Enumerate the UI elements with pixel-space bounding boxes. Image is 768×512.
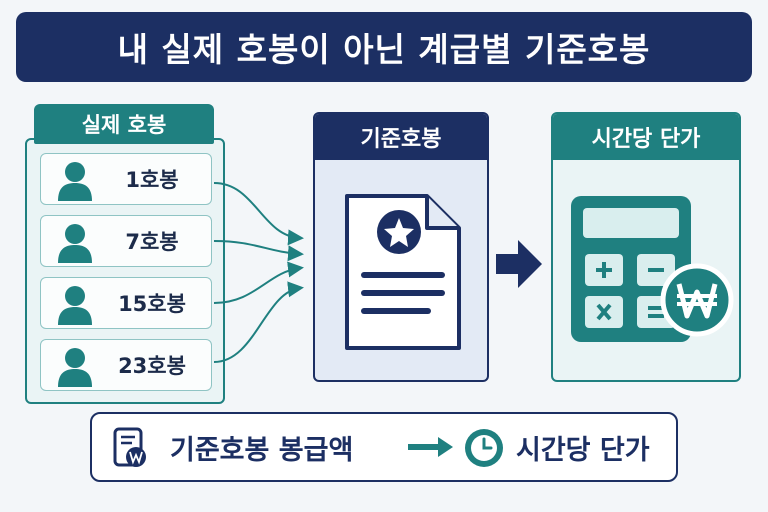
user-icon — [58, 286, 92, 325]
user-icon — [58, 162, 92, 201]
summary-bar: 기준호봉 봉급액 시간당 단가 — [90, 412, 678, 482]
pay-document-icon — [113, 427, 146, 467]
arrow-right-icon — [408, 437, 453, 457]
step-label: 15호봉 — [118, 292, 186, 316]
arrow-from-step-15 — [213, 261, 304, 304]
won-coin-icon — [660, 263, 734, 337]
arrow-right-icon — [496, 240, 542, 288]
hourly-rate-card: 시간당 단가 — [551, 112, 741, 382]
page-title: 내 실제 호봉이 아닌 계급별 기준호봉 — [16, 12, 752, 82]
base-step-card: 기준호봉 — [313, 112, 489, 382]
step-label: 1호봉 — [125, 168, 179, 192]
user-icon — [58, 224, 92, 263]
hourly-rate-header: 시간당 단가 — [553, 114, 739, 160]
step-row-1: 1호봉 — [40, 153, 212, 205]
clock-icon — [465, 429, 503, 467]
document-star-icon — [345, 194, 461, 350]
step-row-15: 15호봉 — [40, 277, 212, 329]
step-row-23: 23호봉 — [40, 339, 212, 391]
arrow-from-step-23 — [213, 281, 304, 363]
base-step-header: 기준호봉 — [315, 114, 487, 160]
step-row-7: 7호봉 — [40, 215, 212, 267]
actual-step-tab: 실제 호봉 — [34, 104, 214, 144]
hourly-rate-text: 시간당 단가 — [516, 434, 650, 466]
arrow-from-step-7 — [213, 240, 304, 262]
arrow-from-step-1 — [213, 182, 304, 246]
user-icon — [58, 348, 92, 387]
step-label: 23호봉 — [118, 354, 186, 378]
step-label: 7호봉 — [125, 230, 179, 254]
base-step-pay-text: 기준호봉 봉급액 — [170, 434, 354, 466]
calculator-icon — [571, 196, 734, 342]
